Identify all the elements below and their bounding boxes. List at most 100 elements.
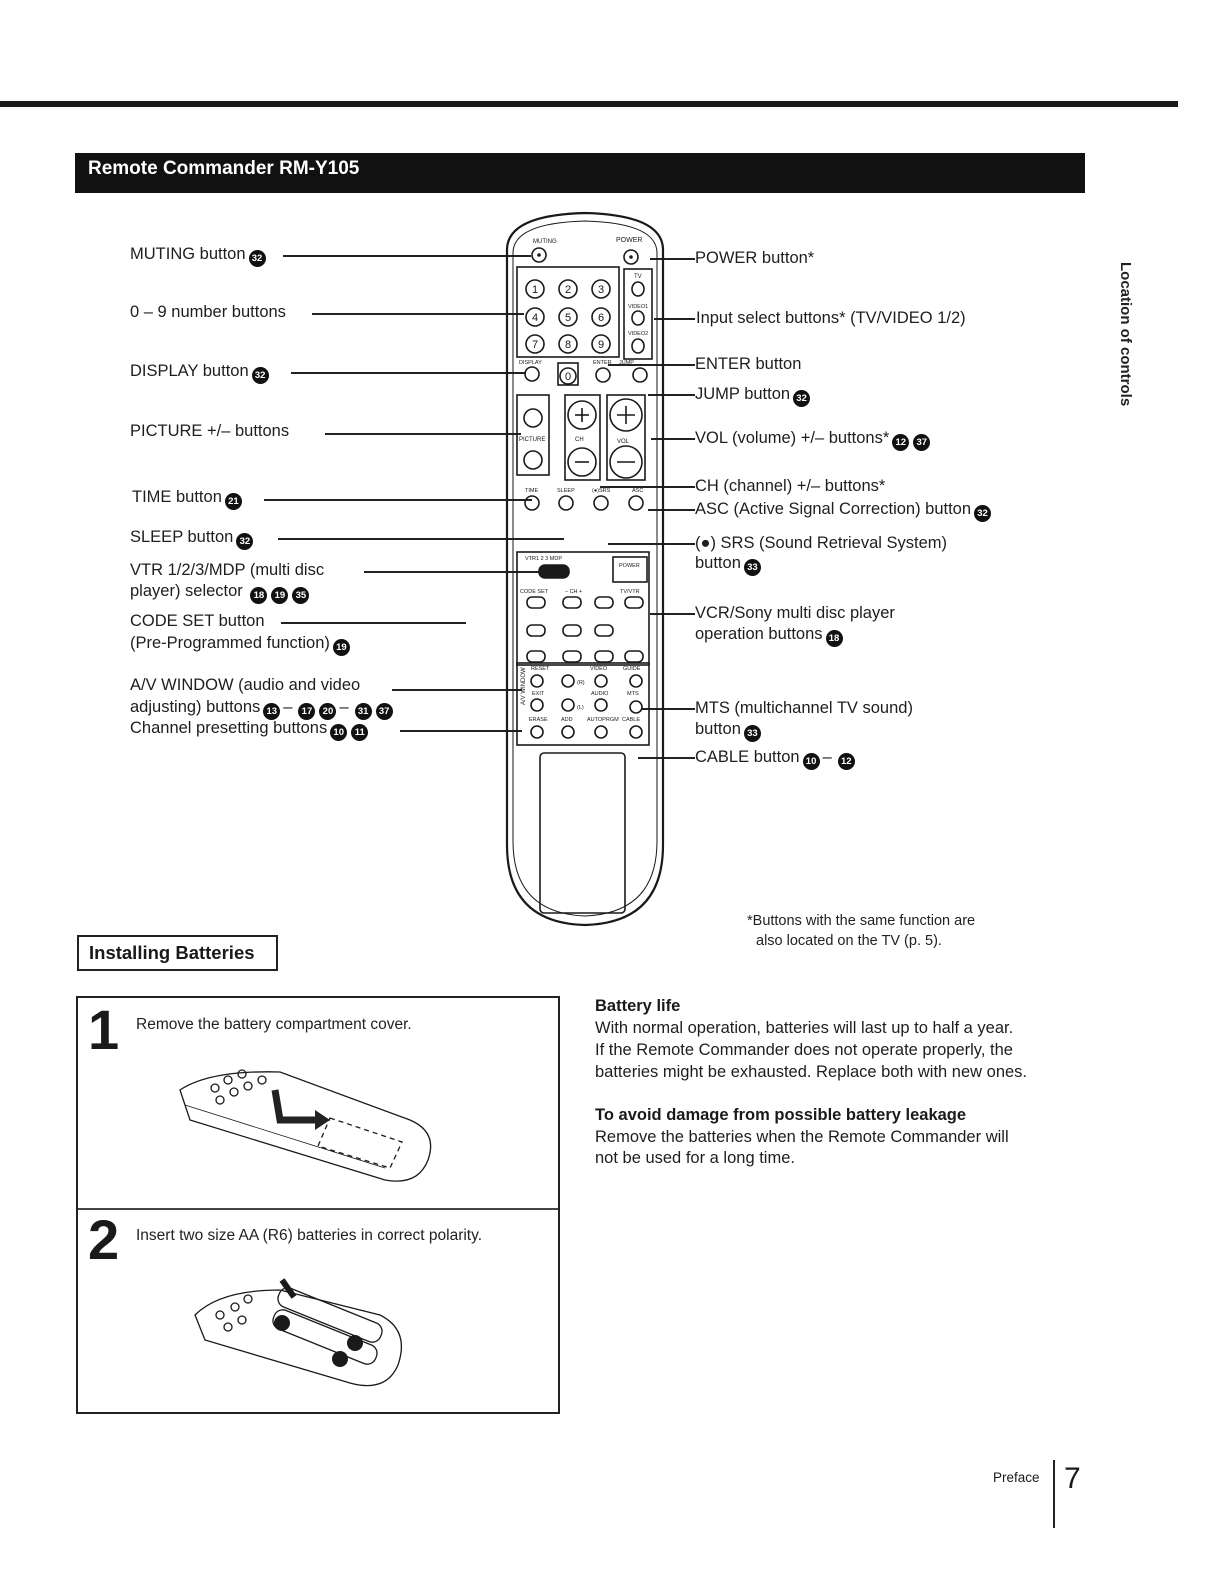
leader-line bbox=[364, 571, 544, 573]
battery-life-line: With normal operation, batteries will la… bbox=[595, 1019, 1014, 1037]
remote-button-outline bbox=[243, 1081, 253, 1091]
av-button bbox=[530, 698, 544, 712]
ref-mark: 32 bbox=[793, 390, 811, 407]
label-jump-text: JUMP button bbox=[695, 385, 791, 403]
vol-plus-button bbox=[609, 398, 643, 432]
remote-text-tv: TV bbox=[634, 274, 642, 280]
ref-mark: 12 bbox=[837, 753, 855, 770]
cover-outline bbox=[317, 1117, 403, 1169]
remote-edge bbox=[184, 1104, 386, 1169]
remote-text-ch: CH bbox=[575, 437, 584, 443]
vcr-button bbox=[594, 650, 614, 663]
remote-body-outline bbox=[505, 211, 665, 927]
remote-text-l: (L) bbox=[577, 705, 584, 711]
digit-label: 6 bbox=[598, 312, 604, 324]
slide-arrow-head bbox=[315, 1110, 330, 1130]
input-select-frame bbox=[623, 268, 653, 360]
digit-button bbox=[591, 334, 611, 354]
picture-plus-button bbox=[523, 408, 543, 428]
leader-line bbox=[650, 258, 695, 260]
ref-mark: 32 bbox=[236, 533, 254, 550]
digit-button bbox=[591, 279, 611, 299]
ref-mark: 37 bbox=[375, 703, 393, 720]
ref-mark: 37 bbox=[913, 434, 931, 451]
insert-batteries-illustration bbox=[194, 1278, 402, 1387]
remote-text-exit: EXIT bbox=[532, 691, 545, 697]
step-2-text: Insert two size AA (R6) batteries in cor… bbox=[136, 1227, 483, 1244]
label-code-set-line2: (Pre-Programmed function)19 bbox=[130, 633, 350, 656]
remote-text-autoprgm: AUTOPRGM bbox=[587, 717, 619, 723]
remote-text-r: (R) bbox=[577, 680, 585, 686]
leader-line bbox=[325, 433, 521, 435]
label-sleep-text: SLEEP button bbox=[130, 528, 234, 546]
remote-button-outline bbox=[230, 1302, 240, 1312]
vcr-button bbox=[526, 624, 546, 637]
muting-button bbox=[531, 247, 547, 263]
ref-mark: 19 bbox=[332, 639, 350, 656]
step-2-number: 2 bbox=[88, 1208, 120, 1271]
ref-mark: 20 bbox=[319, 703, 337, 720]
remote-inner-outline bbox=[512, 220, 658, 917]
picture-minus-button bbox=[523, 450, 543, 470]
step-divider bbox=[78, 1208, 558, 1210]
remote-text-cable: CABLE bbox=[622, 717, 640, 723]
digit-label: 1 bbox=[532, 284, 538, 296]
vcr-button bbox=[526, 596, 546, 609]
remote-text-jump: JUMP bbox=[619, 360, 634, 366]
zero-button bbox=[559, 367, 577, 385]
remote-button-outline bbox=[223, 1322, 233, 1332]
leader-line bbox=[654, 318, 695, 320]
leakage-heading: To avoid damage from possible battery le… bbox=[595, 1106, 967, 1124]
video1-button bbox=[631, 310, 645, 326]
remote-text-erase: ERASE bbox=[529, 717, 548, 723]
label-time-text: TIME button bbox=[132, 488, 222, 506]
remote-text-video2: VIDEO2 bbox=[628, 331, 648, 337]
power-low-frame bbox=[612, 556, 648, 583]
label-number-buttons: 0 – 9 number buttons bbox=[130, 303, 286, 321]
leader-line bbox=[392, 689, 522, 691]
av-button bbox=[594, 674, 608, 688]
label-code-set-line1: CODE SET button bbox=[130, 612, 265, 630]
preset-button bbox=[530, 725, 544, 739]
leader-line bbox=[291, 372, 526, 374]
remote-text-code-set: CODE SET bbox=[520, 589, 549, 595]
slide-arrow bbox=[271, 1089, 320, 1124]
leader-line bbox=[264, 499, 532, 501]
digit-label: 9 bbox=[598, 339, 604, 351]
ch-frame bbox=[564, 394, 601, 481]
battery-1 bbox=[277, 1287, 383, 1343]
label-vcr-line1: VCR/Sony multi disc player bbox=[695, 604, 895, 622]
remote-button-outline bbox=[237, 1069, 247, 1079]
label-display-text: DISPLAY button bbox=[130, 362, 249, 380]
vcr-button bbox=[562, 624, 582, 637]
remote-back bbox=[194, 1289, 402, 1387]
preset-button bbox=[594, 725, 608, 739]
label-vtr-text: player) selector bbox=[130, 582, 243, 600]
digit-label: 8 bbox=[565, 339, 571, 351]
label-vcr-text: operation buttons bbox=[695, 625, 823, 643]
zero-button-frame bbox=[557, 362, 579, 386]
leader-line bbox=[608, 364, 695, 366]
leakage-line: not be used for a long time. bbox=[595, 1149, 795, 1167]
footer-section-label: Preface bbox=[993, 1470, 1040, 1485]
vcr-button bbox=[562, 596, 582, 609]
label-av-window-line1: A/V WINDOW (audio and video bbox=[130, 676, 361, 694]
ref-mark: 11 bbox=[351, 724, 369, 741]
remote-text-video1: VIDEO1 bbox=[628, 304, 648, 310]
remote-text-vol: VOL bbox=[617, 439, 630, 445]
digit-button bbox=[558, 334, 578, 354]
leader-line bbox=[608, 543, 695, 545]
digit-button bbox=[525, 334, 545, 354]
digit-label: 0 bbox=[565, 371, 571, 383]
remote-button-outline bbox=[257, 1075, 267, 1085]
title-bar bbox=[75, 153, 1085, 193]
leakage-line: Remove the batteries when the Remote Com… bbox=[595, 1128, 1009, 1146]
srs-button bbox=[593, 495, 609, 511]
ref-mark: 13 bbox=[263, 703, 281, 720]
label-ch: CH (channel) +/– buttons* bbox=[695, 477, 886, 495]
